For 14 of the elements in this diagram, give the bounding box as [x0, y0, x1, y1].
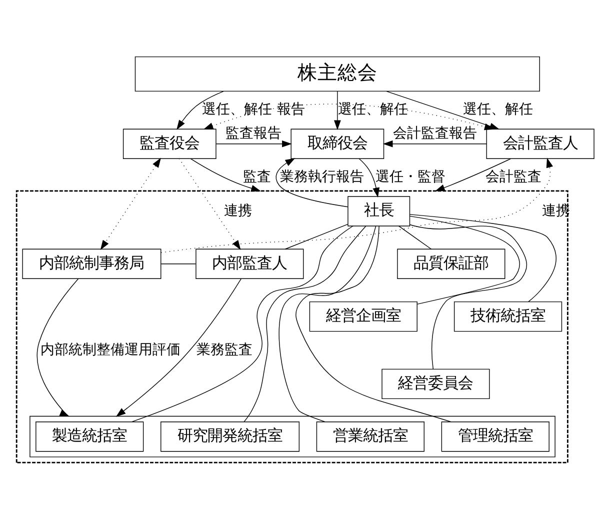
edge-label: 会計監査: [486, 168, 542, 185]
edge-label: 選任、解任: [202, 101, 272, 118]
edge-label: 会計監査報告: [393, 125, 478, 142]
edge-label: 監査: [243, 168, 272, 185]
edge-label: 連携: [542, 202, 570, 218]
edge-label: 報告: [277, 101, 306, 118]
edge-label: 選任、解任: [463, 101, 534, 118]
edge-label: 業務監査: [196, 341, 252, 358]
edge-label: 監査報告: [226, 125, 282, 142]
edge-label: 内部統制整備運用評価: [40, 341, 180, 358]
edge-label: 選任・監督: [375, 168, 446, 185]
edge-label: 業務執行報告: [280, 168, 364, 185]
edge-label: 連携: [224, 202, 252, 218]
edge-label: 選任、解任: [338, 101, 408, 118]
